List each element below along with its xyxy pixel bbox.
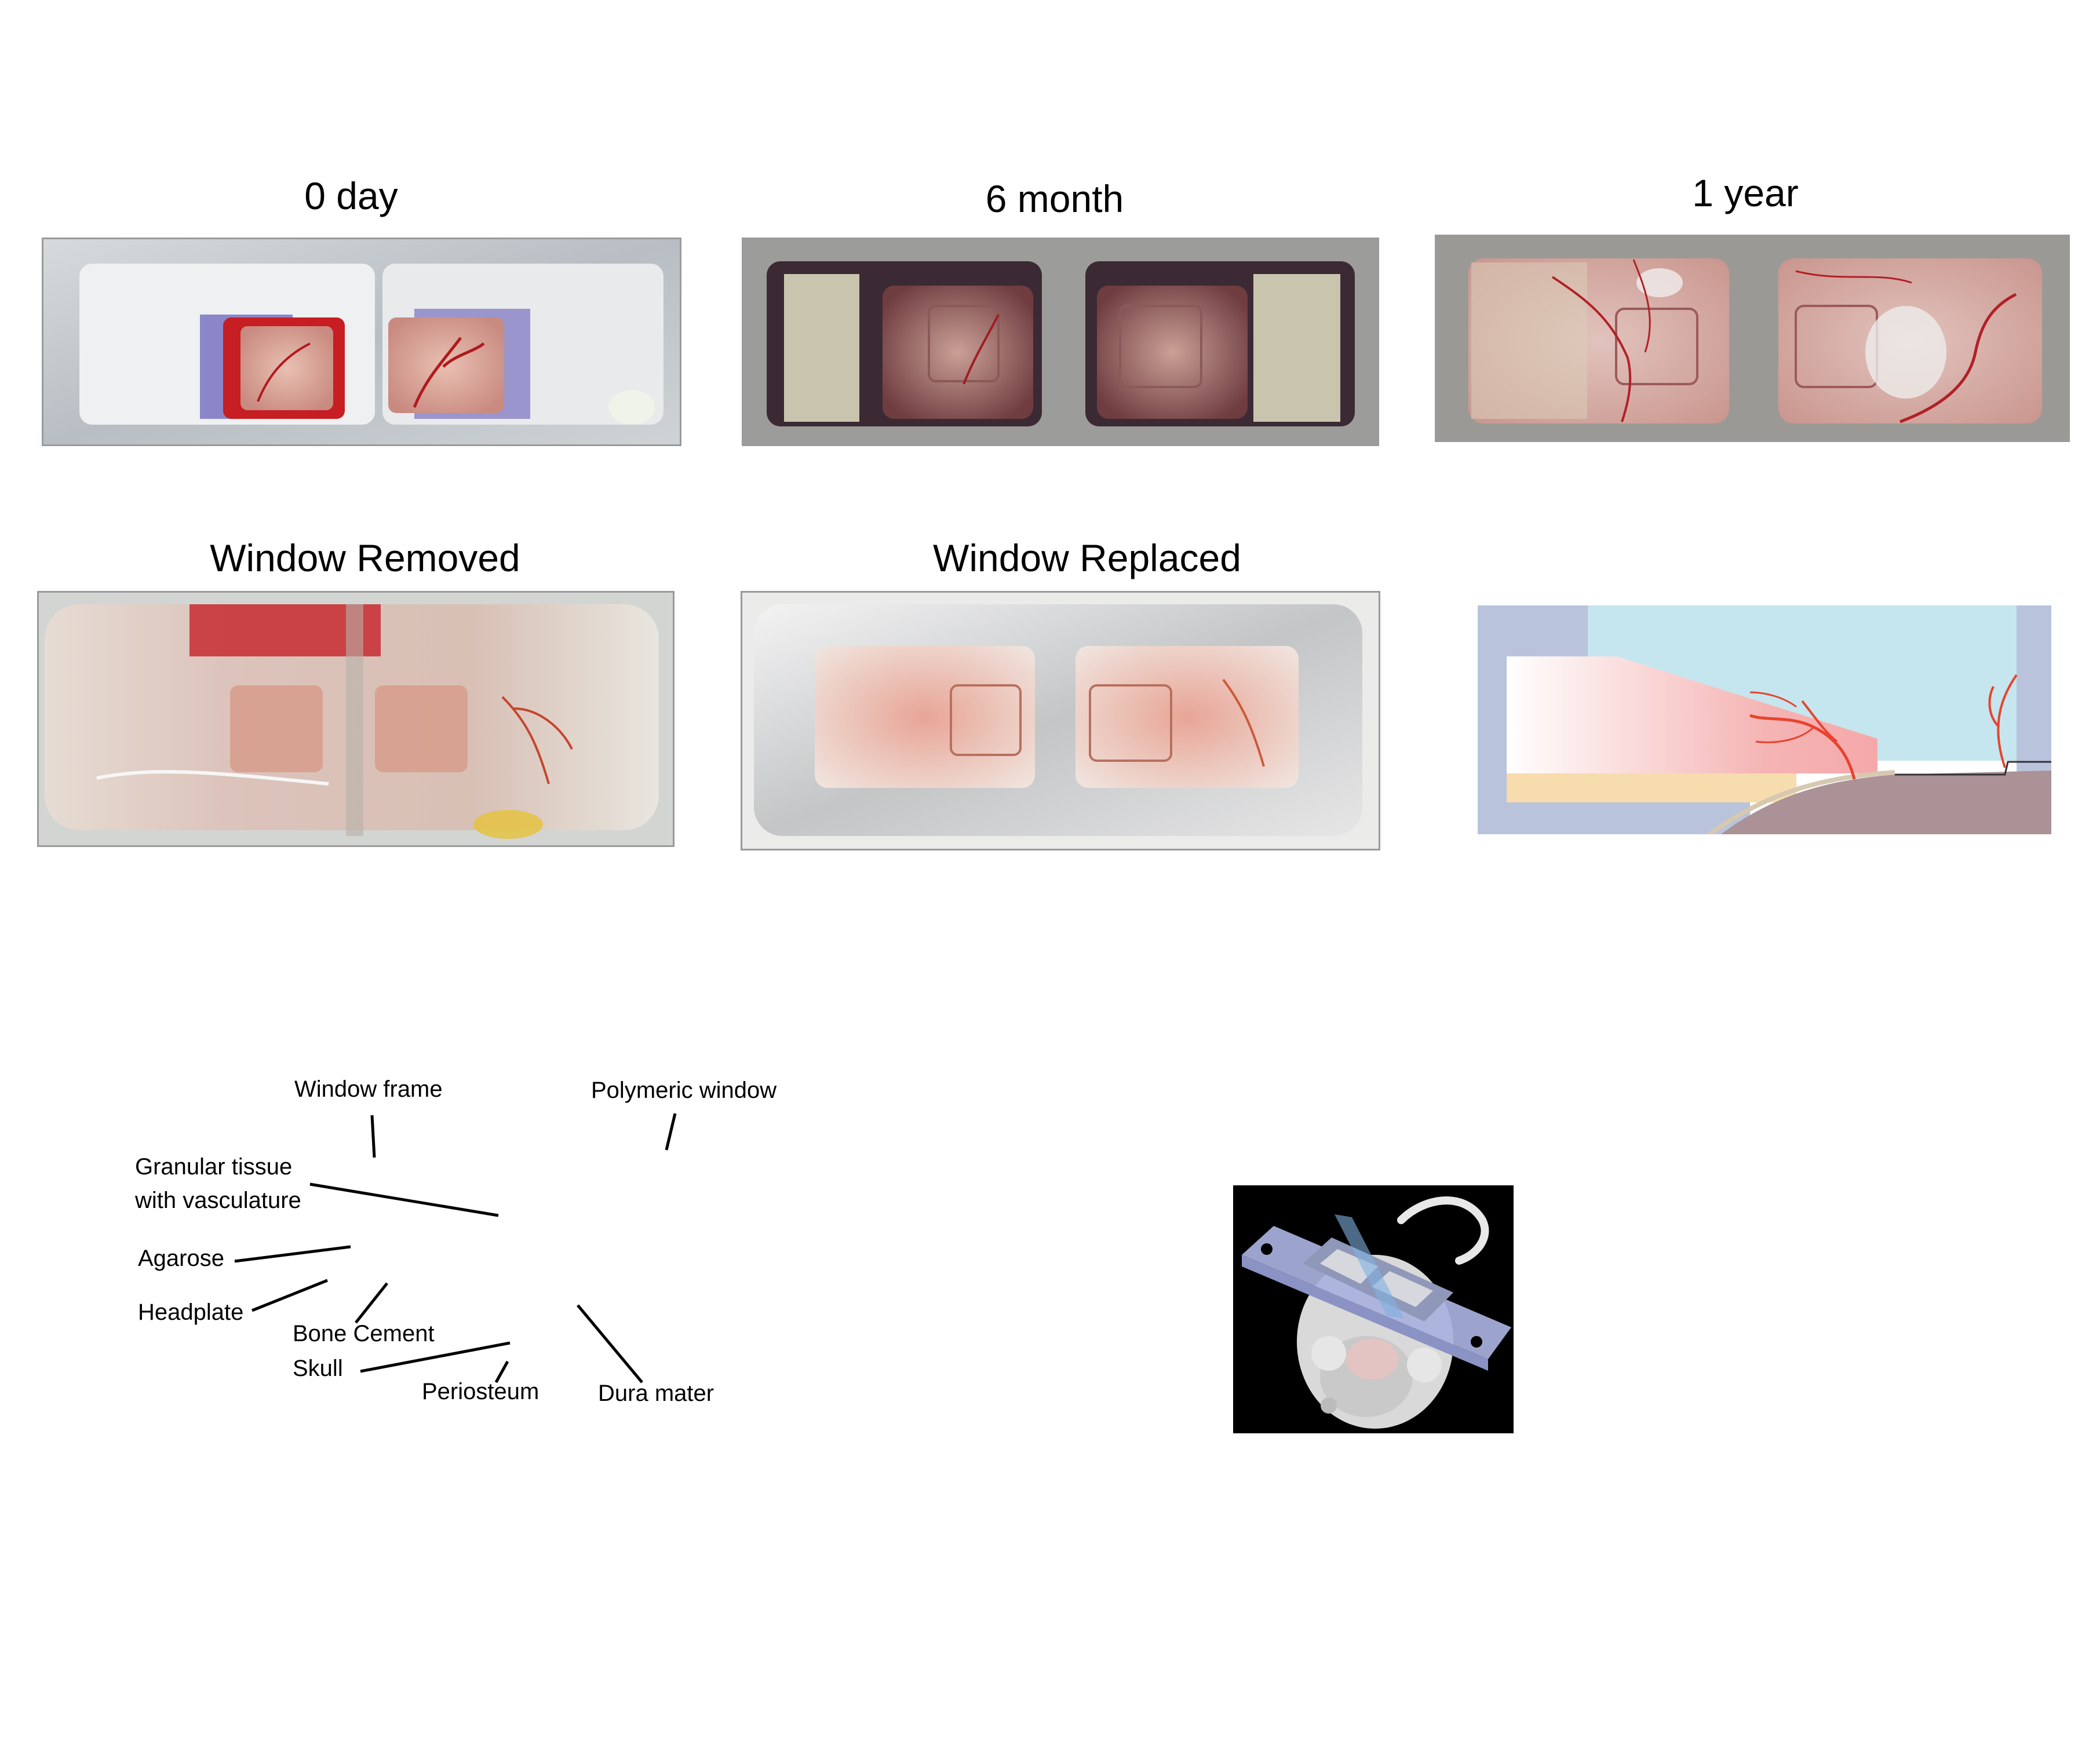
title-6-month: 6 month bbox=[985, 177, 1124, 220]
title-window-removed: Window Removed bbox=[210, 536, 520, 579]
title-1-year: 1 year bbox=[1692, 171, 1799, 214]
cross-section-schematic bbox=[1478, 605, 2051, 834]
label-skull: Skull bbox=[293, 1356, 343, 1381]
label-headplate: Headplate bbox=[138, 1299, 244, 1325]
label-polymeric-window: Polymeric window bbox=[591, 1078, 777, 1103]
label-window-frame: Window frame bbox=[294, 1076, 443, 1102]
label-periosteum: Periosteum bbox=[422, 1379, 539, 1404]
title-0-day: 0 day bbox=[304, 174, 398, 217]
label-with-vasculature: with vasculature bbox=[135, 1188, 301, 1213]
photo-window-removed bbox=[37, 591, 675, 847]
label-granular-tissue: Granular tissue bbox=[135, 1154, 293, 1180]
photo-0-day bbox=[42, 238, 681, 446]
photo-6-month bbox=[742, 238, 1379, 446]
label-bone-cement: Bone Cement bbox=[293, 1321, 435, 1346]
title-window-replaced: Window Replaced bbox=[933, 536, 1241, 579]
label-agarose: Agarose bbox=[138, 1246, 224, 1271]
mouse-headplate-illustration bbox=[1233, 1185, 1514, 1433]
photo-1-year bbox=[1435, 235, 2070, 442]
photo-window-replaced bbox=[741, 591, 1380, 850]
label-dura-mater: Dura mater bbox=[598, 1381, 714, 1406]
